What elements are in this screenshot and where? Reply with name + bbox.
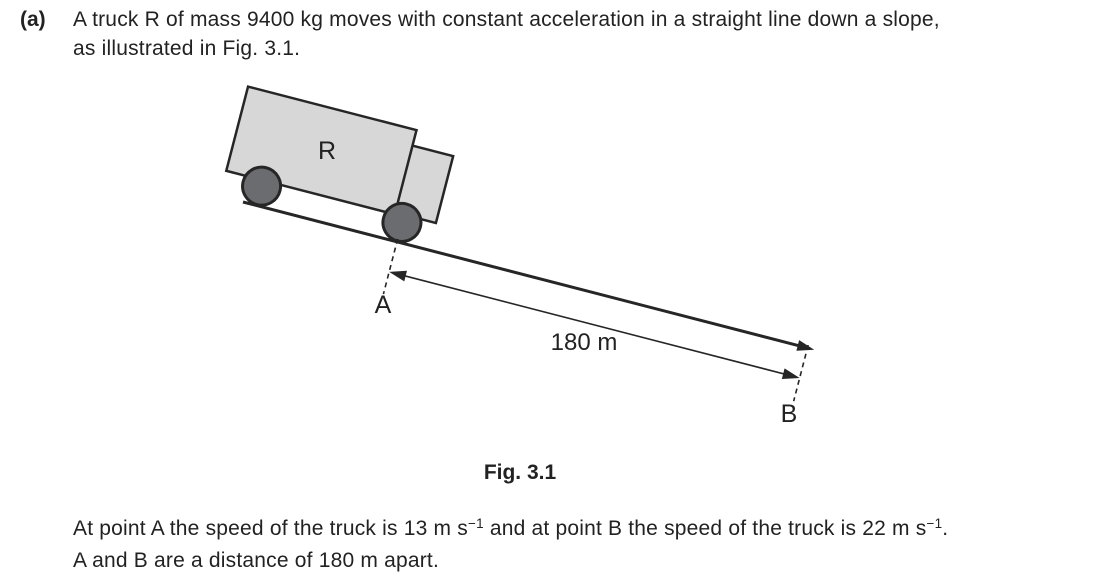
distance-arrow-line	[392, 272, 796, 378]
speed-paragraph: At point A the speed of the truck is 13 …	[73, 513, 948, 577]
speed-superscript-2: −1	[926, 516, 943, 531]
slope-arrowhead	[796, 340, 815, 351]
speed-text-part3: .	[942, 517, 949, 540]
speed-line-1: At point A the speed of the truck is 13 …	[73, 513, 948, 545]
speed-text-part2: and at point B the speed of the truck is…	[483, 517, 927, 540]
distance-label: 180 m	[551, 329, 618, 356]
speed-superscript-1: −1	[468, 516, 484, 531]
point-a-dashed-line	[382, 238, 399, 295]
point-a-label: A	[375, 291, 392, 319]
question-line-1: A truck R of mass 9400 kg moves with con…	[73, 8, 940, 31]
truck-label: R	[318, 137, 336, 165]
point-b-label: B	[781, 400, 798, 428]
slope-rotated-group	[224, 85, 815, 402]
distance-arrowhead-a	[389, 270, 408, 282]
question-part-label: (a)	[20, 8, 46, 31]
speed-text-part1: At point A the speed of the truck is 13 …	[73, 517, 468, 540]
speed-line-2: A and B are a distance of 180 m apart.	[73, 549, 439, 572]
question-line-2: as illustrated in Fig. 3.1.	[73, 37, 301, 60]
point-b-dashed-line	[792, 344, 809, 402]
slope-line	[242, 200, 802, 348]
distance-arrowhead-b	[781, 368, 800, 380]
question-text: A truck R of mass 9400 kg moves with con…	[73, 5, 940, 63]
figure-caption: Fig. 3.1	[483, 461, 557, 484]
truck-rear-wheel	[241, 165, 283, 207]
